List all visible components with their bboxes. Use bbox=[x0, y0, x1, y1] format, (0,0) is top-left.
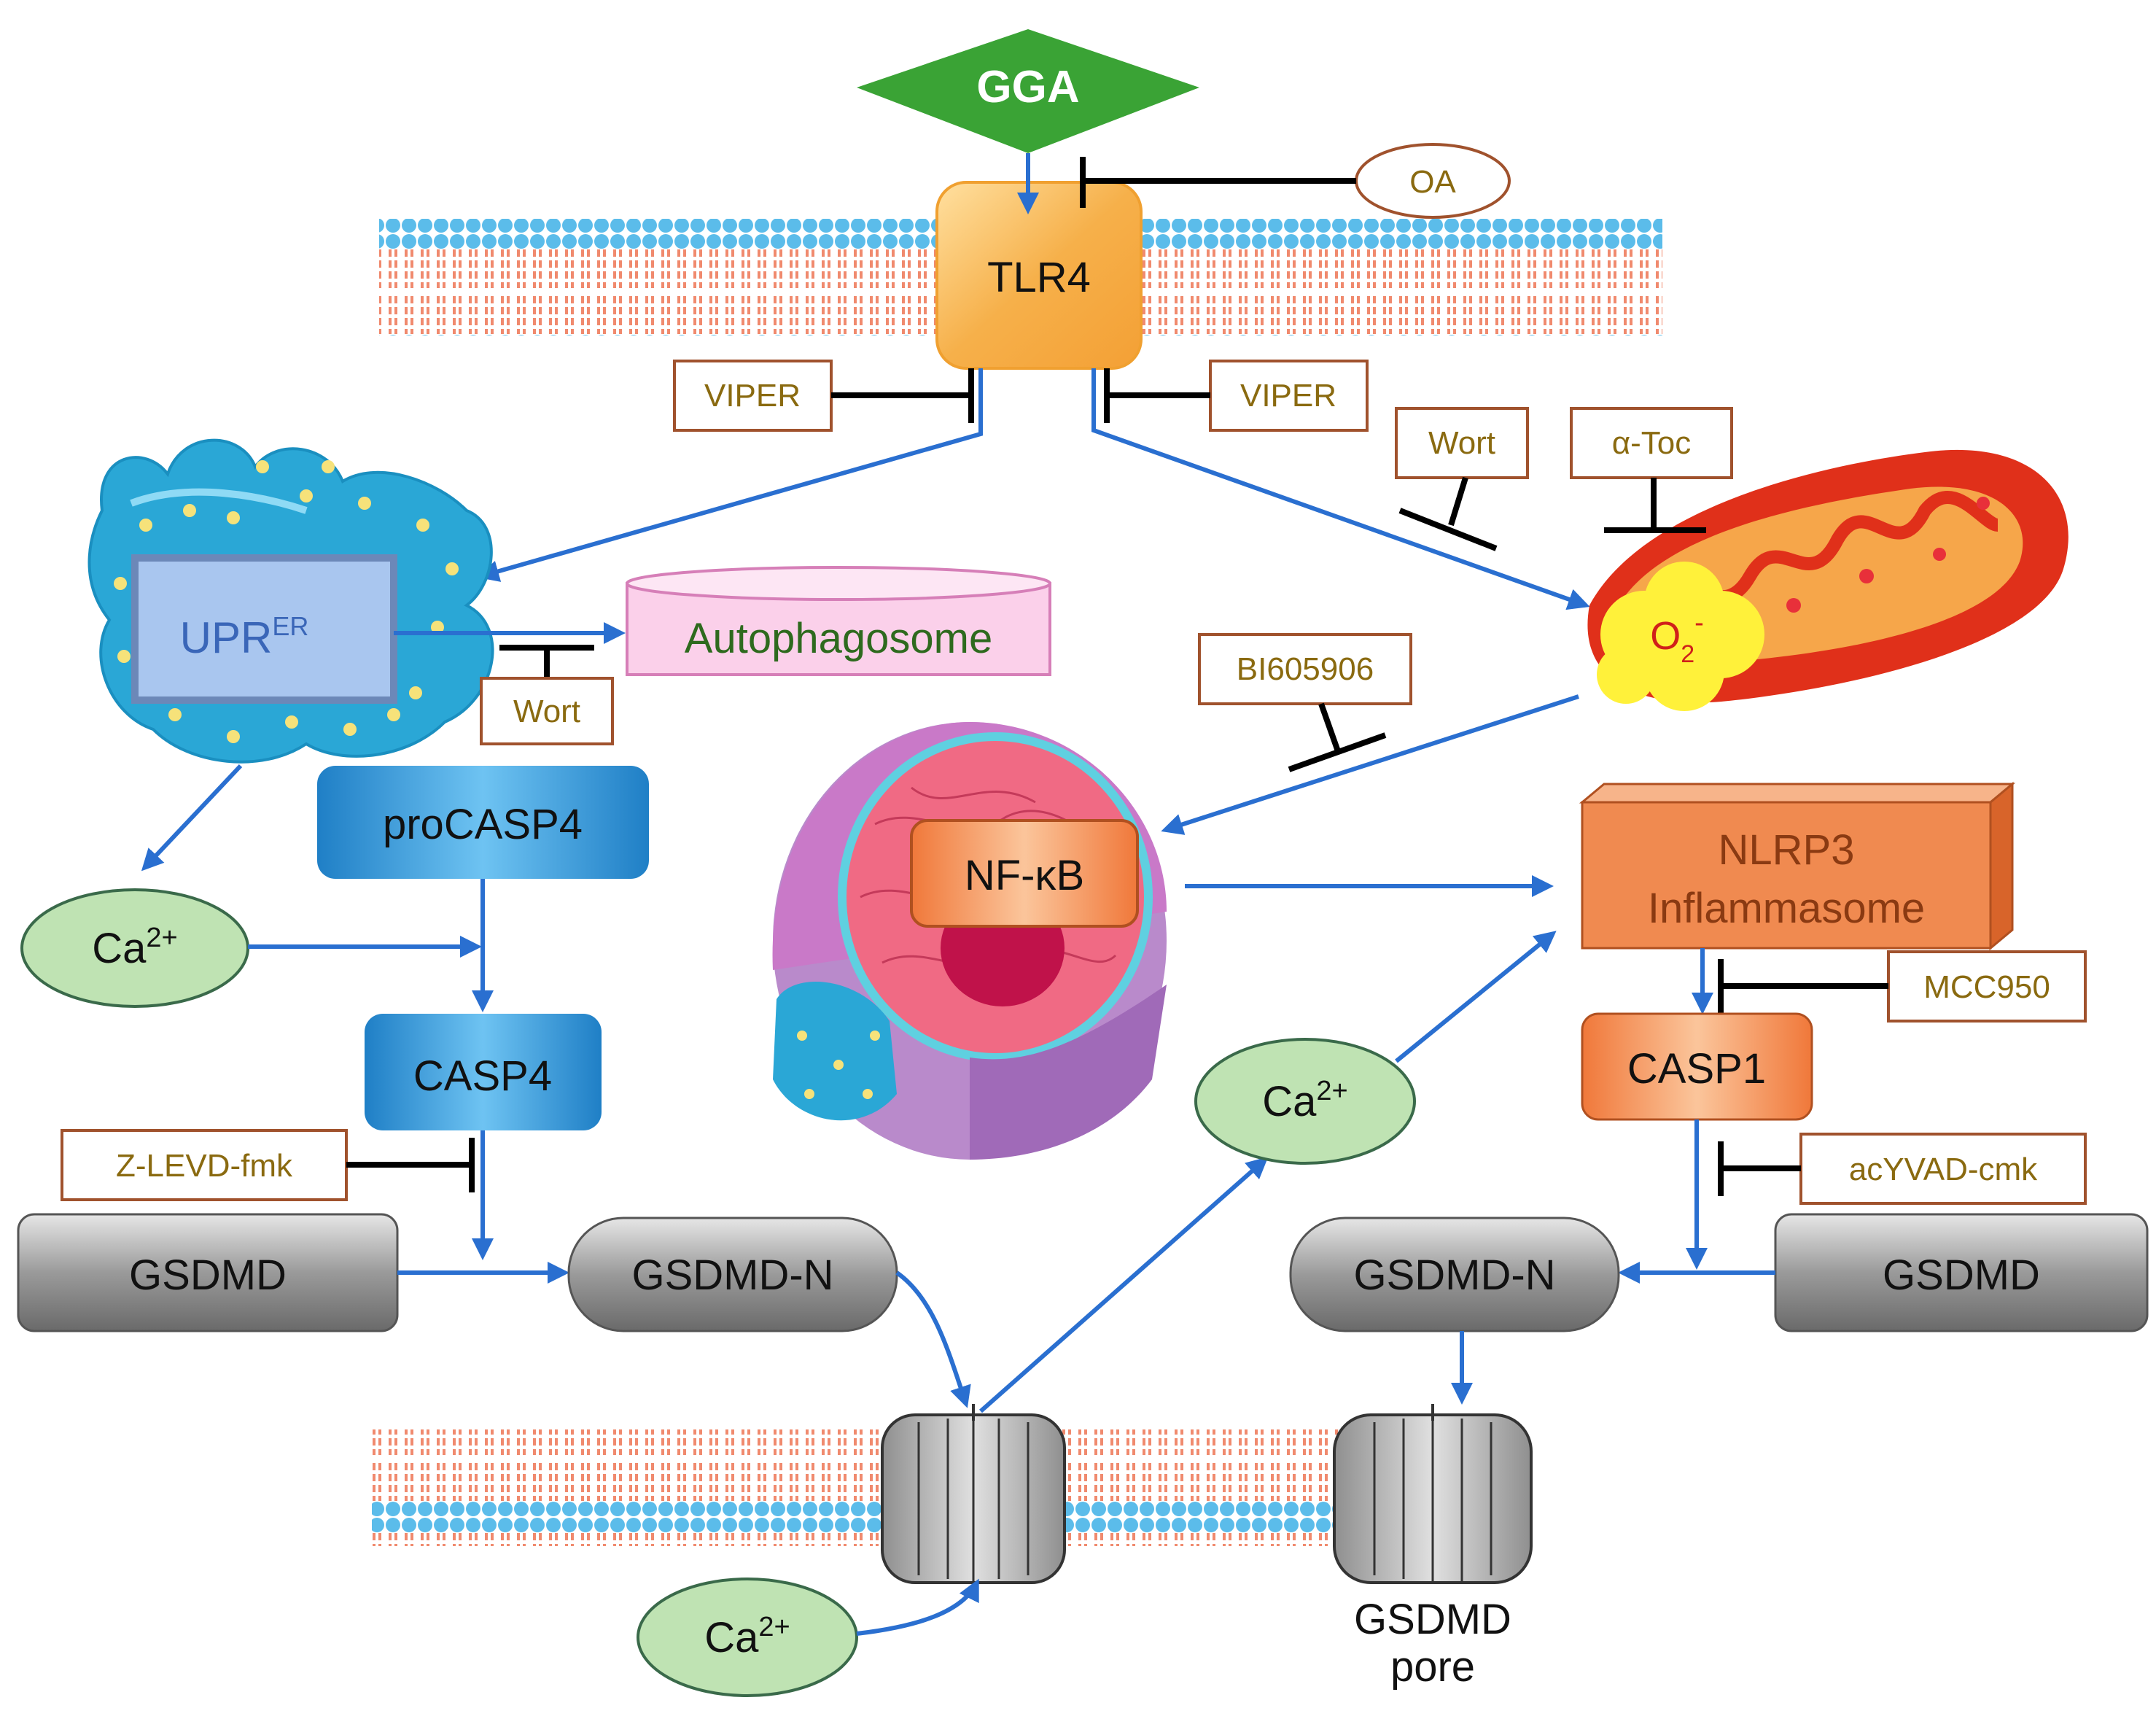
nlrp3-label-line1: NLRP3 bbox=[1719, 826, 1855, 874]
gsdmdn-right-label: GSDMD-N bbox=[1353, 1252, 1555, 1299]
tlr4-receptor bbox=[935, 181, 1143, 370]
upr-er-label: UPRER bbox=[180, 611, 309, 662]
oa-inhibitor-label: OA bbox=[1409, 164, 1456, 200]
wort-mito-label: Wort bbox=[1428, 425, 1495, 461]
o2-superscript: - bbox=[1694, 608, 1704, 638]
gsdmd-left-label: GSDMD bbox=[129, 1252, 287, 1299]
ca-left-text: Ca bbox=[92, 925, 147, 972]
gsdmdn-right-node bbox=[1289, 1217, 1620, 1332]
bi605906-label: BI605906 bbox=[1237, 651, 1374, 687]
arrow-ca-bottom-pore bbox=[856, 1578, 979, 1636]
nlrp3-inflammasome-node bbox=[1579, 781, 2016, 951]
gsdmd-pore-caption-line2: pore bbox=[1390, 1643, 1475, 1691]
inhibit-bi-bar bbox=[1288, 732, 1387, 772]
autophagosome-node bbox=[626, 566, 1051, 676]
gsdmdn-left-label: GSDMD-N bbox=[631, 1252, 833, 1299]
cell-nucleus-illustration bbox=[772, 722, 1167, 1160]
arrow-mito-nfkb bbox=[1161, 694, 1579, 835]
arrow-er-ca bbox=[141, 764, 243, 872]
atoc-label: α-Toc bbox=[1612, 425, 1692, 461]
upr-superscript: ER bbox=[272, 611, 308, 641]
ca-mid-superscript: 2+ bbox=[1316, 1076, 1347, 1106]
wort-mito-box bbox=[1395, 407, 1529, 479]
viper-right-box bbox=[1209, 360, 1369, 432]
o2-subscript: 2 bbox=[1681, 640, 1694, 668]
arrow-gsdmdn-pore-left bbox=[895, 1270, 971, 1408]
viper-right-label: VIPER bbox=[1240, 378, 1336, 414]
procasp4-node bbox=[317, 766, 649, 879]
inhibit-bi-stem bbox=[1318, 702, 1341, 753]
ca-mid-label: Ca2+ bbox=[1262, 1076, 1347, 1125]
o2-text: O bbox=[1650, 614, 1681, 658]
superoxide-cloud bbox=[1597, 562, 1764, 711]
mcc950-box bbox=[1887, 950, 2087, 1023]
acyvad-label: acYVAD-cmk bbox=[1849, 1152, 2038, 1187]
inhibit-wort-mito-bar bbox=[1398, 508, 1498, 551]
o2-label: O2- bbox=[1650, 608, 1704, 668]
gsdmd-right-label: GSDMD bbox=[1883, 1252, 2040, 1299]
wort-er-label: Wort bbox=[513, 694, 580, 729]
casp1-label: CASP1 bbox=[1627, 1045, 1766, 1093]
nlrp3-label-line2: Inflammasome bbox=[1648, 885, 1925, 932]
acyvad-box bbox=[1799, 1133, 2087, 1205]
casp4-node bbox=[365, 1014, 602, 1130]
casp4-label: CASP4 bbox=[413, 1052, 552, 1100]
ca-left-label: Ca2+ bbox=[92, 923, 177, 972]
mcc950-label: MCC950 bbox=[1923, 969, 2050, 1005]
nfkb-node bbox=[910, 819, 1139, 928]
tlr4-label: TLR4 bbox=[987, 254, 1091, 301]
arrow-pore-ca-mid bbox=[979, 1157, 1269, 1413]
viper-left-box bbox=[673, 360, 833, 432]
autophagosome-label: Autophagosome bbox=[685, 615, 992, 662]
gsdmd-pore-right bbox=[1333, 1404, 1533, 1584]
zlevd-label: Z-LEVD-fmk bbox=[116, 1148, 293, 1184]
arrow-ca-mid-nlrp3 bbox=[1395, 931, 1557, 1063]
zlevd-box bbox=[61, 1129, 348, 1201]
ca-mid-text: Ca bbox=[1262, 1078, 1317, 1125]
bi605906-box bbox=[1198, 633, 1412, 705]
gsdmd-pore-left bbox=[881, 1404, 1066, 1584]
ca-mid-node bbox=[1194, 1038, 1416, 1165]
gga-node bbox=[857, 29, 1199, 153]
ca-bottom-superscript: 2+ bbox=[758, 1612, 790, 1642]
arrow-tlr4-mito bbox=[1091, 368, 1590, 610]
gga-label: GGA bbox=[976, 62, 1079, 112]
ca-left-superscript: 2+ bbox=[146, 923, 177, 953]
wort-er-box bbox=[480, 677, 614, 745]
procasp4-label: proCASP4 bbox=[383, 801, 583, 848]
viper-left-label: VIPER bbox=[704, 378, 801, 414]
ca-bottom-label: Ca2+ bbox=[704, 1612, 790, 1661]
ca-bottom-text: Ca bbox=[704, 1614, 759, 1661]
arrow-tlr4-er bbox=[477, 368, 983, 582]
gsdmd-pore-caption-line1: GSDMD bbox=[1354, 1596, 1511, 1643]
atoc-box bbox=[1570, 407, 1733, 479]
ca-bottom-node bbox=[637, 1578, 858, 1697]
inhibit-wort-mito-stem bbox=[1448, 476, 1468, 527]
upr-er-box bbox=[131, 554, 397, 704]
upr-text: UPR bbox=[180, 613, 273, 662]
nfkb-label: NF-κB bbox=[965, 852, 1084, 899]
